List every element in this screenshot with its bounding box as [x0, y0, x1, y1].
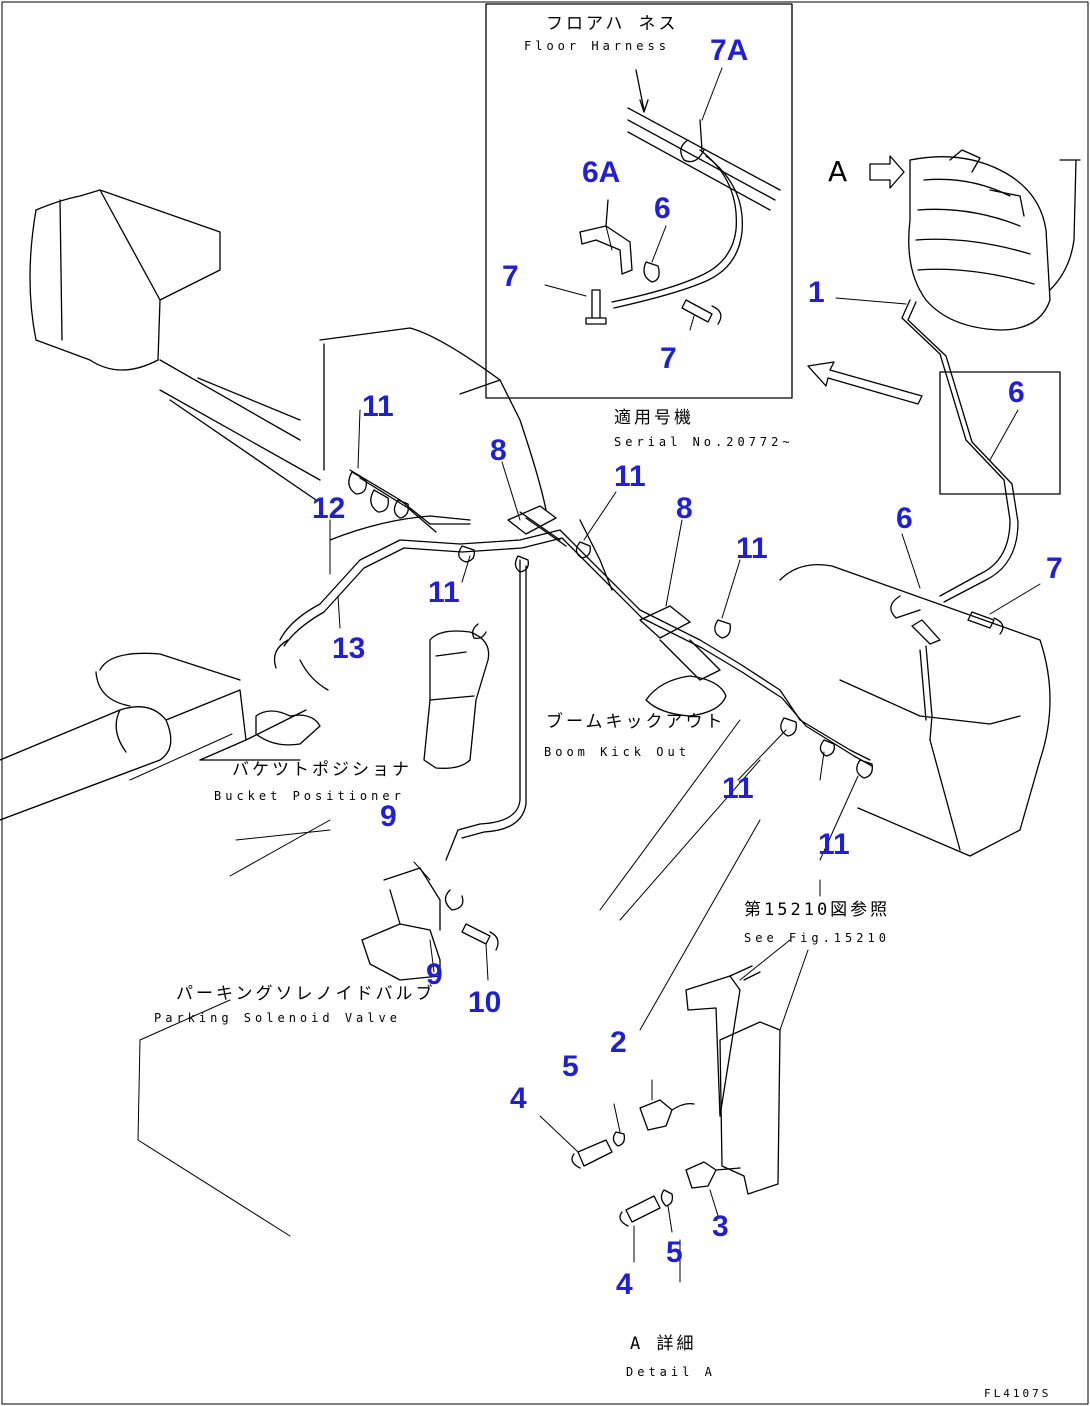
- callout-11: 11: [722, 772, 754, 805]
- detail-a-marker: A: [828, 155, 848, 188]
- parking-valve-label-en: Parking Solenoid Valve: [154, 1011, 401, 1025]
- callout-13: 13: [332, 632, 366, 665]
- drawing-code: FL4107S: [984, 1387, 1052, 1400]
- callout-6: 6: [654, 192, 671, 225]
- detail-label-jp: A 詳細: [630, 1334, 697, 1354]
- callout-6a: 6A: [582, 156, 621, 189]
- callout-2: 2: [610, 1026, 627, 1059]
- callout-5: 5: [666, 1236, 683, 1269]
- bucket-positioner-label-en: Bucket Positioner: [214, 789, 405, 803]
- callout-4: 4: [510, 1082, 527, 1115]
- boom-kickout-label-en: Boom Kick Out: [544, 745, 690, 759]
- detail-label-en: Detail A: [626, 1365, 716, 1379]
- callout-11: 11: [362, 390, 394, 423]
- bucket-positioner-label-jp: バケツトポジショナ: [232, 760, 412, 780]
- see-fig-label-jp: 第15210図参照: [744, 900, 891, 920]
- parking-valve-label-jp: パーキングソレノイドバルブ: [176, 984, 436, 1004]
- callout-11: 11: [428, 576, 460, 609]
- callout-5: 5: [562, 1050, 579, 1083]
- callout-6: 6: [1008, 376, 1025, 409]
- callout-7a: 7A: [710, 34, 749, 67]
- callout-7: 7: [1046, 552, 1063, 585]
- callout-12: 12: [312, 492, 346, 525]
- callout-11: 11: [736, 532, 768, 565]
- boom-kickout-label-jp: ブームキックアウト: [546, 712, 726, 732]
- callout-9: 9: [380, 800, 397, 833]
- floor-harness-label-en: Floor Harness: [524, 39, 670, 53]
- serial-label-en: Serial No.20772~: [614, 435, 794, 449]
- callout-8: 8: [676, 492, 693, 525]
- see-fig-label-en: See Fig.15210: [744, 931, 890, 945]
- callout-8: 8: [490, 434, 507, 467]
- callout-4: 4: [616, 1268, 633, 1301]
- serial-inset-box: [485, 3, 793, 399]
- callout-9: 9: [426, 958, 443, 991]
- callout-7: 7: [660, 342, 677, 375]
- callout-10: 10: [468, 986, 502, 1019]
- callout-11: 11: [614, 460, 646, 493]
- callout-3: 3: [712, 1210, 729, 1243]
- callout-11: 11: [818, 828, 850, 861]
- callout-6: 6: [896, 502, 913, 535]
- floor-harness-label-jp: フロアハ ネス: [546, 14, 679, 34]
- serial-label-jp: 適用号機: [614, 408, 694, 428]
- callout-7: 7: [502, 260, 519, 293]
- callout-1: 1: [808, 276, 825, 309]
